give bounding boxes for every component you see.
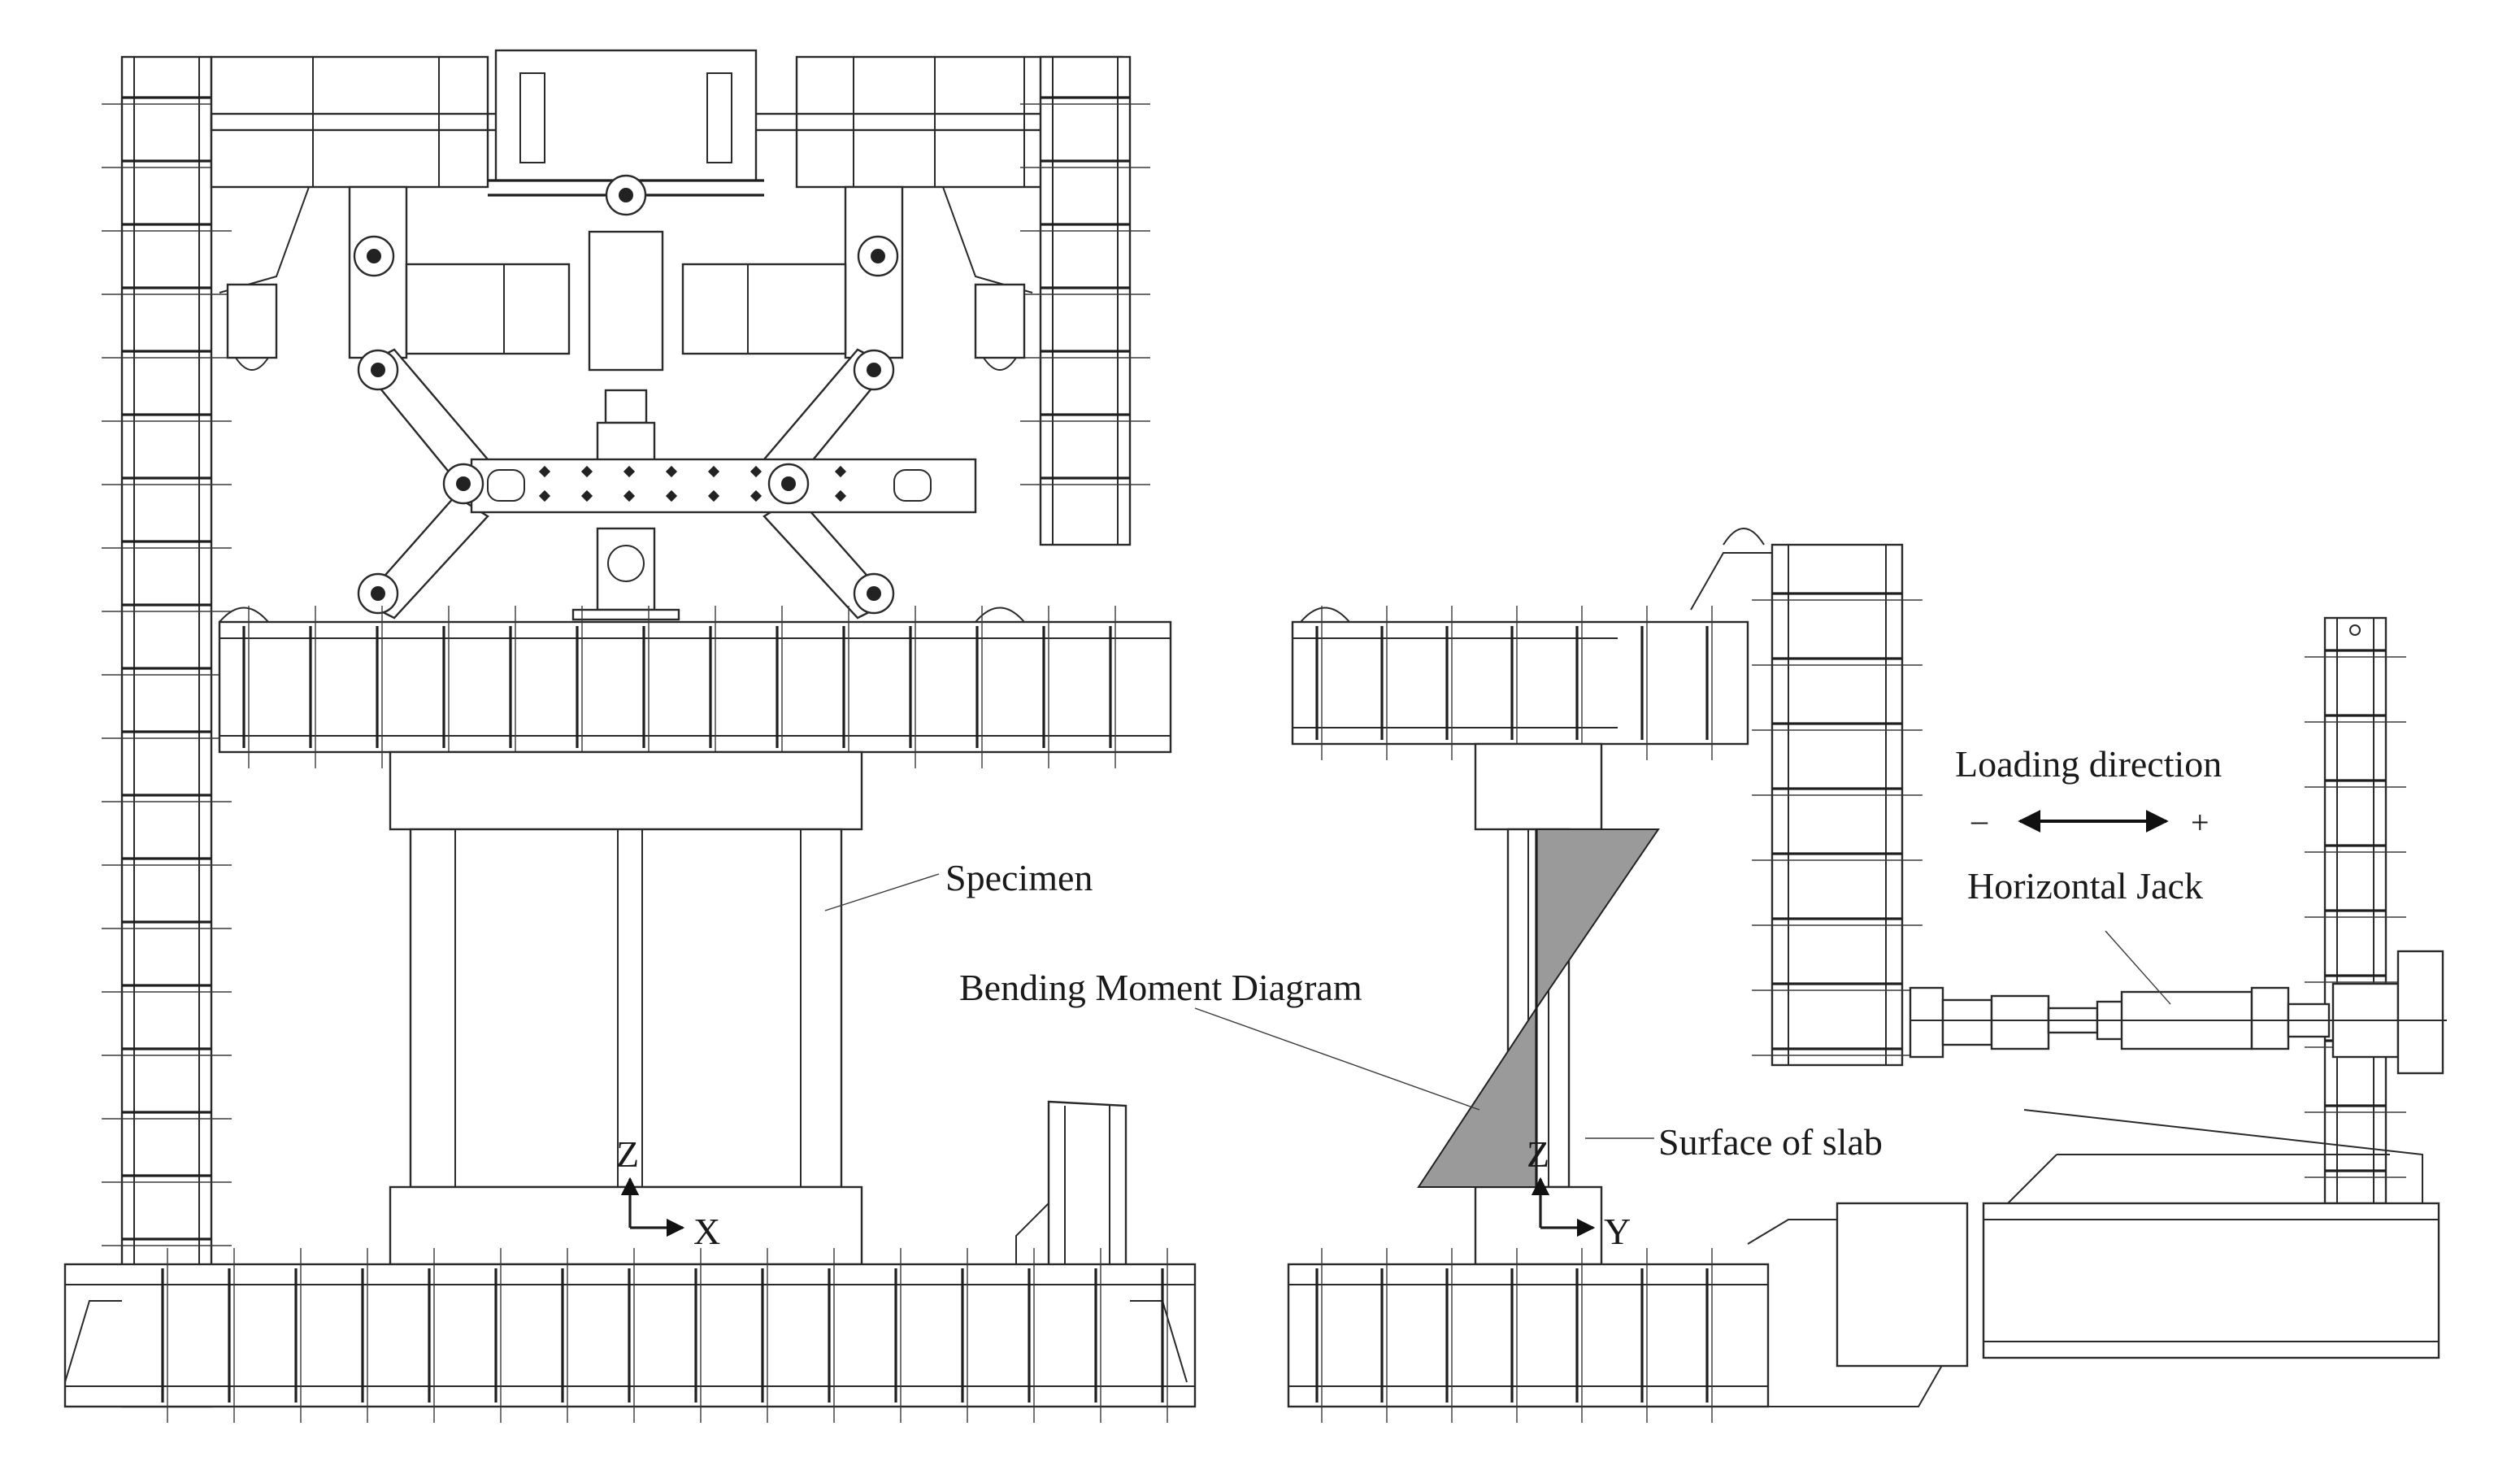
bolt (749, 489, 763, 502)
bolt (623, 465, 636, 478)
right-y-axis-label: Y (1604, 1211, 1631, 1252)
bolt (665, 489, 678, 502)
loading-direction-label: Loading direction (1955, 743, 2222, 785)
bolt (580, 489, 593, 502)
joint-pin (871, 249, 885, 263)
jack-leader (2105, 930, 2171, 1005)
left-reaction-column (102, 55, 232, 1408)
joint-pin (867, 363, 881, 377)
right-elevation (1287, 528, 2447, 1423)
loading-beam (218, 606, 1172, 768)
bolt (580, 465, 593, 478)
right-upper-column (1020, 55, 1150, 546)
minus-sign: – (1970, 802, 1988, 838)
bolt (665, 465, 678, 478)
bolt (749, 465, 763, 478)
specimen-leader (824, 873, 940, 911)
top-reaction-beam (210, 49, 1123, 197)
joint-pin (619, 188, 633, 202)
bolt (538, 465, 551, 478)
moment-leader (1194, 1007, 1480, 1111)
joint-pin (867, 586, 881, 601)
left-elevation (63, 49, 1197, 1423)
left-x-axis-label: X (693, 1211, 720, 1252)
joint-pin (456, 476, 471, 491)
right-z-axis-label: Z (1527, 1133, 1549, 1175)
bolt (707, 489, 720, 502)
joint-pin (781, 476, 796, 491)
plus-sign: + (2191, 804, 2209, 841)
left-specimen (389, 750, 863, 1266)
joint-pin (371, 363, 385, 377)
horizontal-jack (1909, 950, 2447, 1075)
surface-of-slab-label: Surface of slab (1658, 1121, 1883, 1163)
specimen-label: Specimen (945, 857, 1093, 898)
left-base-beam (63, 1248, 1197, 1423)
joint-pin (367, 249, 381, 263)
left-axis-mark (620, 1176, 685, 1237)
bolt (623, 489, 636, 502)
horizontal-jack-label: Horizontal Jack (1967, 865, 2203, 907)
bolt (834, 465, 847, 478)
bolt (538, 489, 551, 502)
right-axis-mark (1531, 1176, 1596, 1237)
bending-moment-label: Bending Moment Diagram (959, 967, 1362, 1008)
joint-pin (371, 586, 385, 601)
left-z-axis-label: Z (616, 1133, 639, 1175)
bolt (834, 489, 847, 502)
bolt (707, 465, 720, 478)
bending-moment-diagram (1417, 828, 1660, 1188)
